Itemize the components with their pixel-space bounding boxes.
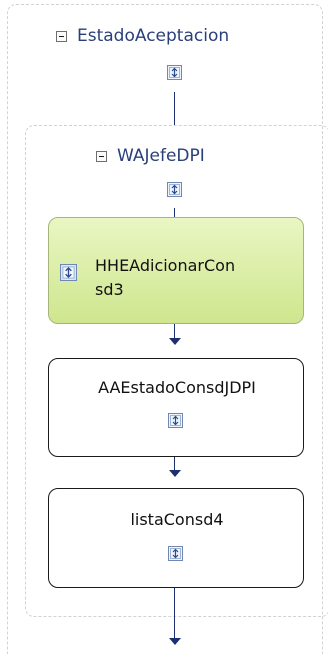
outer-sequence-header: EstadoAceptacion [56,26,229,46]
connector-line [174,457,175,471]
arrow-head-icon [169,638,181,645]
expand-icon[interactable] [167,182,182,197]
connector-line [174,208,175,217]
activity-label: listaConsd4 [130,510,224,529]
inner-sequence-title: WAJefeDPI [117,146,205,166]
connector-line [174,617,175,639]
activity-icon [60,264,77,281]
activity-label-line1: HHEAdicionarCon [95,256,236,275]
collapse-icon[interactable] [96,150,107,162]
inner-sequence-container[interactable] [25,125,328,617]
inner-sequence-header: WAJefeDPI [96,146,205,166]
arrow-head-icon [169,338,181,345]
expand-icon[interactable] [168,546,183,561]
expand-icon[interactable] [167,65,182,80]
activity-label: AAEstadoConsdJDPI [98,378,256,397]
outer-sequence-title: EstadoAceptacion [77,26,230,46]
activity-listaconsd4[interactable]: listaConsd4 [48,488,304,588]
connector-line [174,92,175,125]
expand-icon[interactable] [168,413,183,428]
activity-hheadicionarconsd3[interactable]: HHEAdicionarCon sd3 [48,217,304,324]
arrow-head-icon [169,470,181,477]
outer-sequence-container[interactable] [7,4,323,654]
connector-line [174,324,175,339]
connector-line [174,588,175,617]
activity-label-line2: sd3 [95,280,124,299]
activity-aaestadoconsdjdpi[interactable]: AAEstadoConsdJDPI [48,358,304,457]
collapse-icon[interactable] [56,30,67,42]
